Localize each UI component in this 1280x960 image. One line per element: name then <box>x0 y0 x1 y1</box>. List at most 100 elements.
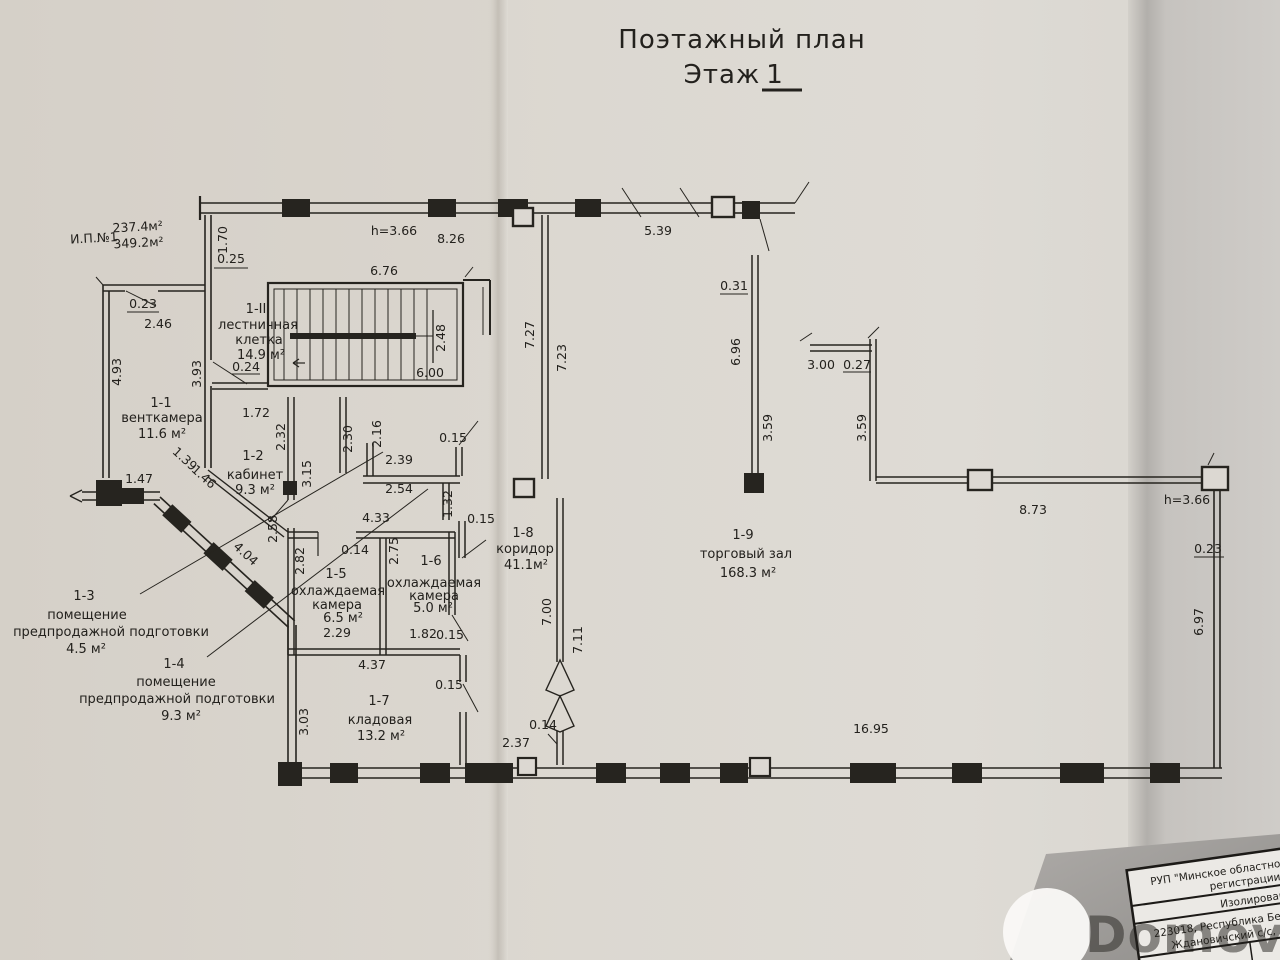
room-1-1-name: венткамера <box>121 411 203 426</box>
exterior-walls <box>69 181 1222 786</box>
title-block: РУП "Минское областное регистрации и Изо… <box>1125 835 1280 960</box>
dim: 2.39 <box>385 452 413 467</box>
dim: 3.03 <box>296 708 311 736</box>
room-1-7-name: кладовая <box>348 713 413 728</box>
dim: 8.26 <box>437 231 465 246</box>
dim: 0.24 <box>232 359 260 374</box>
room-1-3-area: 4.5 м² <box>66 642 106 657</box>
dim: 4.37 <box>358 657 386 672</box>
room-1-II-name1: лестничная <box>218 318 298 333</box>
room-1-1-area: 11.6 м² <box>138 427 186 442</box>
room-1-2-area: 9.3 м² <box>235 483 275 498</box>
dim: 0.23 <box>129 296 157 311</box>
room-1-3-id: 1-3 <box>73 589 94 604</box>
room-1-II-name2: клетка <box>235 333 283 348</box>
dim: 2.48 <box>433 324 448 352</box>
room-1-8-name: коридор <box>496 542 554 557</box>
dim: 2.82 <box>292 547 307 575</box>
dim: 2.16 <box>369 420 384 448</box>
room-1-9-name: торговый зал <box>700 547 792 562</box>
room-1-II-area: 14.9 м² <box>237 348 285 363</box>
staircase <box>212 266 491 390</box>
dim: 16.95 <box>853 721 889 736</box>
dim: 3.93 <box>189 360 204 388</box>
room-1-3-name2: предпродажной подготовки <box>13 625 209 640</box>
dim: 7.27 <box>522 321 537 349</box>
dim: 2.58 <box>265 515 280 543</box>
ip-label: И.П.№1 <box>70 229 118 246</box>
dim: 0.15 <box>439 430 467 445</box>
watermark-text: Domovita <box>1085 906 1280 960</box>
room-1-II-id: 1-II <box>246 302 267 317</box>
dim: 8.73 <box>1019 502 1047 517</box>
room-1-5-name1: охлаждаемая <box>291 584 385 599</box>
interior-walls <box>268 215 1230 765</box>
room-1-4-id: 1-4 <box>163 657 184 672</box>
dim: 3.59 <box>854 414 869 442</box>
stair-handrail <box>290 333 416 339</box>
dim: 0.15 <box>436 627 464 642</box>
room-1-7-area: 13.2 м² <box>357 729 405 744</box>
room-1-6-id: 1-6 <box>420 554 441 569</box>
dim: 3.00 <box>807 357 835 372</box>
dim: 1.32 <box>440 490 455 518</box>
dim: 3.15 <box>299 460 314 488</box>
dim: 0.31 <box>720 278 748 293</box>
room-1-7-id: 1-7 <box>368 694 389 709</box>
dimension-labels: 1.70 0.25 0.23 2.46 4.93 3.93 6.76 h=3.6… <box>109 223 1222 750</box>
room-1-2-id: 1-2 <box>242 449 263 464</box>
room-1-4-name1: помещение <box>136 675 215 690</box>
dim: 5.39 <box>644 223 672 238</box>
plan-reference: И.П.№1 237.4м² 349.2м² <box>70 218 164 252</box>
dim: 0.15 <box>435 677 463 692</box>
dim: h=3.66 <box>371 223 417 238</box>
room-1-9-id: 1-9 <box>732 528 753 543</box>
room-1-5-name2: камера <box>312 598 362 613</box>
room-1-4-area: 9.3 м² <box>161 709 201 724</box>
room-1-3-name1: помещение <box>47 608 126 623</box>
room-1-5-area: 6.5 м² <box>323 611 363 626</box>
watermark: Domovita <box>1003 888 1280 960</box>
dim: 2.54 <box>385 481 413 496</box>
title-line1: Поэтажный план <box>618 25 865 55</box>
title-floor-number: 1 <box>766 60 784 90</box>
room-1-6-name1: охлаждаемая <box>387 576 481 591</box>
dim: 6.00 <box>416 365 444 380</box>
dim: 6.96 <box>728 338 743 366</box>
dim: 1.82 <box>409 626 437 641</box>
ip-area-bottom: 349.2м² <box>113 234 164 252</box>
room-1-6-area: 5.0 м² <box>413 601 453 616</box>
room-1-1-id: 1-1 <box>150 396 171 411</box>
dim: 2.75 <box>386 537 401 565</box>
dim: 4.33 <box>362 510 390 525</box>
room-1-8-id: 1-8 <box>512 526 533 541</box>
dim: 6.76 <box>370 263 398 278</box>
watermark-logo-circle <box>1003 888 1091 960</box>
dim: 4.93 <box>109 358 124 386</box>
room-labels: 1-1 венткамера 11.6 м² 1-II лестничная к… <box>13 302 792 744</box>
dim: 2.32 <box>273 423 288 451</box>
room-1-4-name2: предпродажной подготовки <box>79 692 275 707</box>
leader-lines <box>127 293 1224 745</box>
dim: 0.25 <box>217 251 245 266</box>
dim: 2.30 <box>340 425 355 453</box>
dim: 2.37 <box>502 735 530 750</box>
room-1-5-id: 1-5 <box>325 567 346 582</box>
dim: 1.70 <box>215 226 230 254</box>
dim: 7.00 <box>539 598 554 626</box>
room-1-8-area: 41.1м² <box>504 558 548 573</box>
dim: 6.97 <box>1191 608 1206 636</box>
dim: 0.14 <box>529 717 557 732</box>
room-1-6-name2: камера <box>409 589 459 604</box>
room-1-2-name: кабинет <box>227 468 284 483</box>
dim: 0.27 <box>843 357 871 372</box>
dim: h=3.66 <box>1164 492 1210 507</box>
dim: 2.46 <box>144 316 172 331</box>
title-line2: Этаж <box>684 60 761 90</box>
dim: 0.15 <box>467 511 495 526</box>
dim: 1.47 <box>125 471 153 486</box>
dim: 0.23 <box>1194 541 1222 556</box>
